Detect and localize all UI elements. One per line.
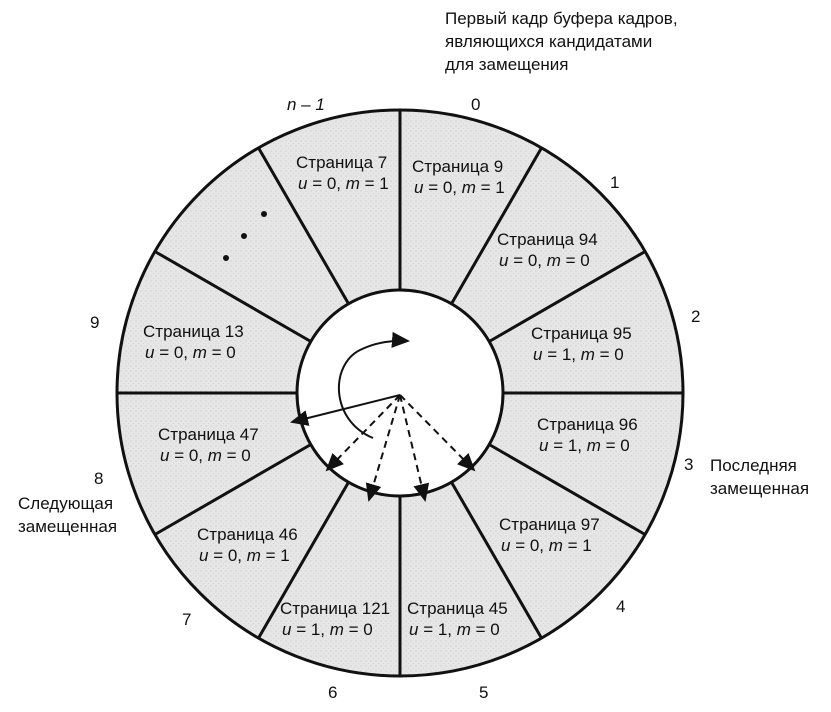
segment-page-label: Страница 9 — [412, 157, 503, 176]
frame-number-4: 4 — [616, 597, 625, 616]
segment-page-label: Страница 7 — [296, 153, 387, 172]
segment-divider — [257, 147, 350, 305]
frame-number-5: 5 — [479, 683, 488, 702]
segment-bits-label: u = 0, m = 1 — [414, 178, 505, 197]
segment-divider — [154, 250, 312, 343]
segment-divider — [257, 481, 350, 639]
segment-page-label: Страница 121 — [280, 599, 390, 618]
frame-number-7: 7 — [182, 610, 191, 629]
segment-divider — [488, 443, 646, 536]
annotation-line: замещенная — [18, 517, 117, 536]
frame-number-3: 3 — [684, 455, 693, 474]
annotation-line: Первый кадр буфера кадров, — [445, 9, 678, 28]
segment-bits-label: u = 1, m = 0 — [409, 620, 500, 639]
segment-page-label: Страница 97 — [499, 515, 600, 534]
segment-page-label: Страница 45 — [407, 599, 508, 618]
segment-page-label: Страница 13 — [143, 322, 244, 341]
annotation-line: замещенная — [710, 479, 809, 498]
segment-page-label: Страница 47 — [158, 425, 259, 444]
current-pointer-arrow — [290, 394, 401, 426]
segment-bits-label: u = 1, m = 0 — [539, 436, 630, 455]
frame-number-0: 0 — [471, 95, 480, 114]
scan-arrow — [365, 394, 401, 502]
segment-bits-label: u = 0, m = 1 — [298, 174, 389, 193]
next-replaced-annotation: Следующая замещенная — [18, 494, 118, 536]
frame-number-8: 8 — [94, 469, 103, 488]
segment-bits-label: u = 0, m = 0 — [160, 446, 251, 465]
annotation-line: для замещения — [445, 55, 569, 74]
scan-arrow — [325, 394, 401, 472]
segment-page-label: Страница 95 — [531, 324, 632, 343]
frame-number-2: 2 — [691, 307, 700, 326]
ellipsis-dot — [223, 255, 229, 261]
frame-number-n-minus-1: n – 1 — [287, 95, 325, 114]
segment-page-label: Страница 94 — [497, 230, 598, 249]
segment-labels: Страница 9 u = 0, m = 1 Страница 94 u = 0, … — [143, 153, 638, 639]
segment-divider — [488, 250, 646, 343]
last-replaced-annotation: Последняя замещенная — [710, 456, 809, 498]
rotation-arrow — [338, 331, 410, 439]
segment-dividers — [117, 110, 683, 676]
segment-bits-label: u = 0, m = 0 — [499, 251, 590, 270]
segment-bits-label: u = 0, m = 1 — [199, 546, 290, 565]
scan-arrow — [399, 394, 430, 502]
segment-page-label: Страница 46 — [197, 525, 298, 544]
scan-arrow — [399, 394, 476, 472]
inner-hub — [295, 288, 505, 498]
segment-bits-label: u = 0, m = 0 — [145, 343, 236, 362]
segment-divider — [154, 443, 312, 536]
segment-bits-label: u = 1, m = 0 — [533, 345, 624, 364]
ellipsis-dot — [261, 211, 267, 217]
segment-page-label: Страница 96 — [537, 415, 638, 434]
segment-divider — [450, 147, 543, 305]
annotation-line: Следующая — [18, 494, 113, 513]
ellipsis-dot — [241, 233, 247, 239]
frame-number-6: 6 — [328, 683, 337, 702]
frame-number-9: 9 — [90, 313, 99, 332]
first-frame-annotation: Первый кадр буфера кадров, являющихся ка… — [445, 9, 682, 74]
segment-bits-label: u = 0, m = 1 — [501, 536, 592, 555]
frame-number-1: 1 — [610, 173, 619, 192]
annotation-line: являющихся кандидатами — [445, 32, 652, 51]
segment-divider — [450, 481, 543, 639]
annotation-line: Последняя — [710, 456, 797, 475]
segment-bits-label: u = 1, m = 0 — [282, 620, 373, 639]
